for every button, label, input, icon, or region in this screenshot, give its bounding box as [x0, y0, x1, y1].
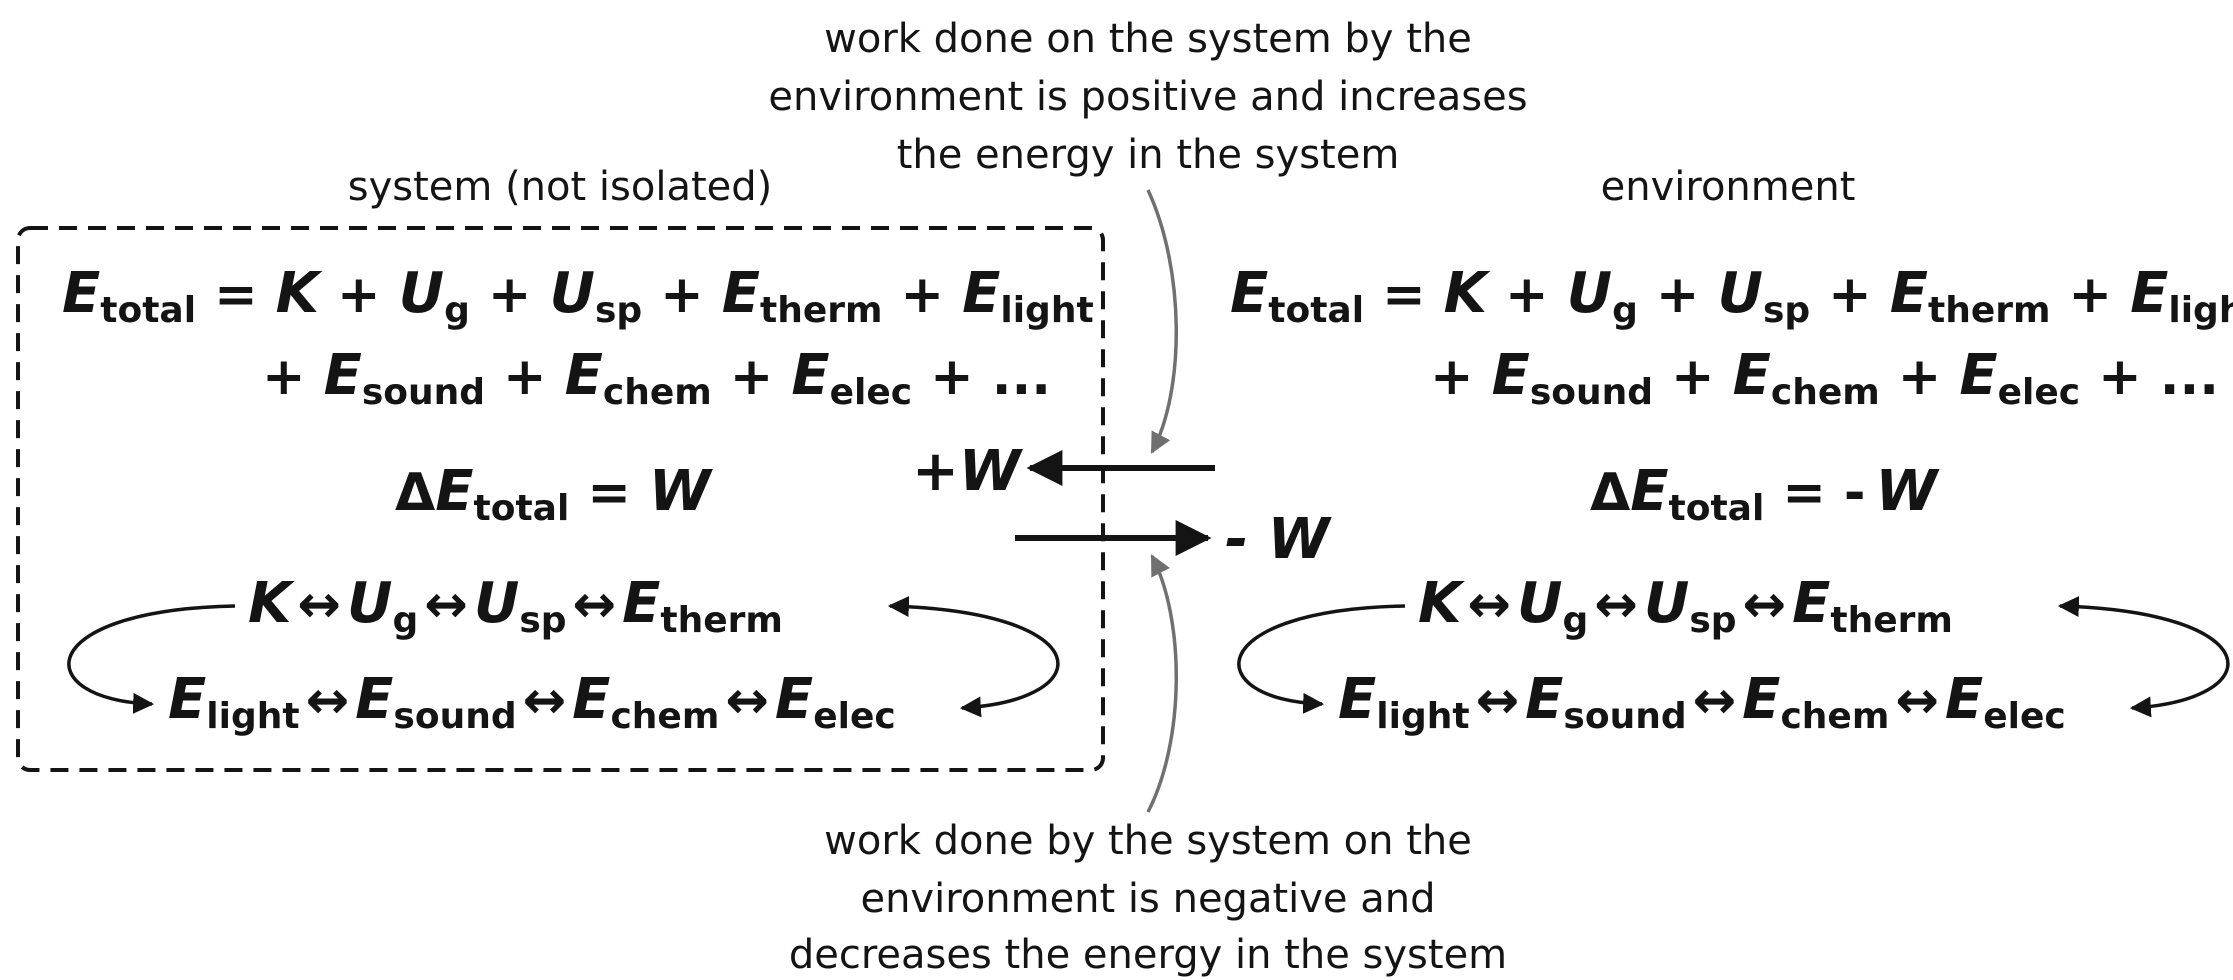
environment-conversion-row-2: Elight↔Esound↔Echem↔Eelec: [1338, 667, 2066, 737]
system-conversion-row-2: Elight↔Esound↔Echem↔Eelec: [168, 667, 896, 737]
environment-total-energy-equation: Etotal=K+Ug+Usp+Etherm+Elight +Esound+Ec…: [1230, 261, 2233, 413]
system-label: system (not isolated): [348, 164, 773, 210]
bottom-annotation-arrow: [1146, 554, 1178, 813]
bottom-note-line-1: work done by the system on the: [824, 818, 1472, 864]
environment-delta-equation: ΔEtotal=-W: [1590, 459, 1940, 529]
top-note-line-1: work done on the system by the: [824, 16, 1472, 62]
system-total-energy-equation: Etotal=K+Ug+Usp+Etherm+Elight +Esound+Ec…: [62, 261, 1094, 413]
top-annotation-arrow: [1146, 189, 1178, 454]
environment-label: environment: [1601, 164, 1856, 210]
system-boundary: [16, 226, 1105, 772]
system-eq-line-2: +Esound+Echem+Eelec+...: [262, 343, 1051, 413]
environment-eq-line-1: Etotal=K+Ug+Usp+Etherm+Elight: [1230, 261, 2233, 331]
bottom-note-line-3: decreases the energy in the system: [789, 932, 1507, 978]
environment-left-loop-arrow: [1237, 604, 1406, 714]
positive-work-label: +W: [912, 439, 1024, 504]
bottom-note-line-2: environment is negative and: [860, 876, 1435, 922]
system-left-loop-arrow: [67, 604, 236, 714]
environment-eq-line-2: +Esound+Echem+Eelec+...: [1430, 343, 2219, 413]
bottom-annotation: work done by the system on the environme…: [789, 818, 1507, 978]
environment-right-loop-arrow: [2057, 596, 2230, 718]
negative-work-label: - W: [1225, 507, 1333, 572]
system-conversion-row-1: K↔Ug↔Usp↔Etherm: [248, 571, 783, 641]
top-note-line-3: the energy in the system: [897, 132, 1400, 178]
system-eq-line-1: Etotal=K+Ug+Usp+Etherm+Elight: [62, 261, 1094, 331]
environment-conversion-row-1: K↔Ug↔Usp↔Etherm: [1418, 571, 1953, 641]
system-right-loop-arrow: [887, 596, 1060, 718]
system-delta-equation: ΔEtotal=W: [395, 459, 714, 529]
top-annotation: work done on the system by the environme…: [768, 16, 1527, 178]
top-note-line-2: environment is positive and increases: [768, 74, 1527, 120]
